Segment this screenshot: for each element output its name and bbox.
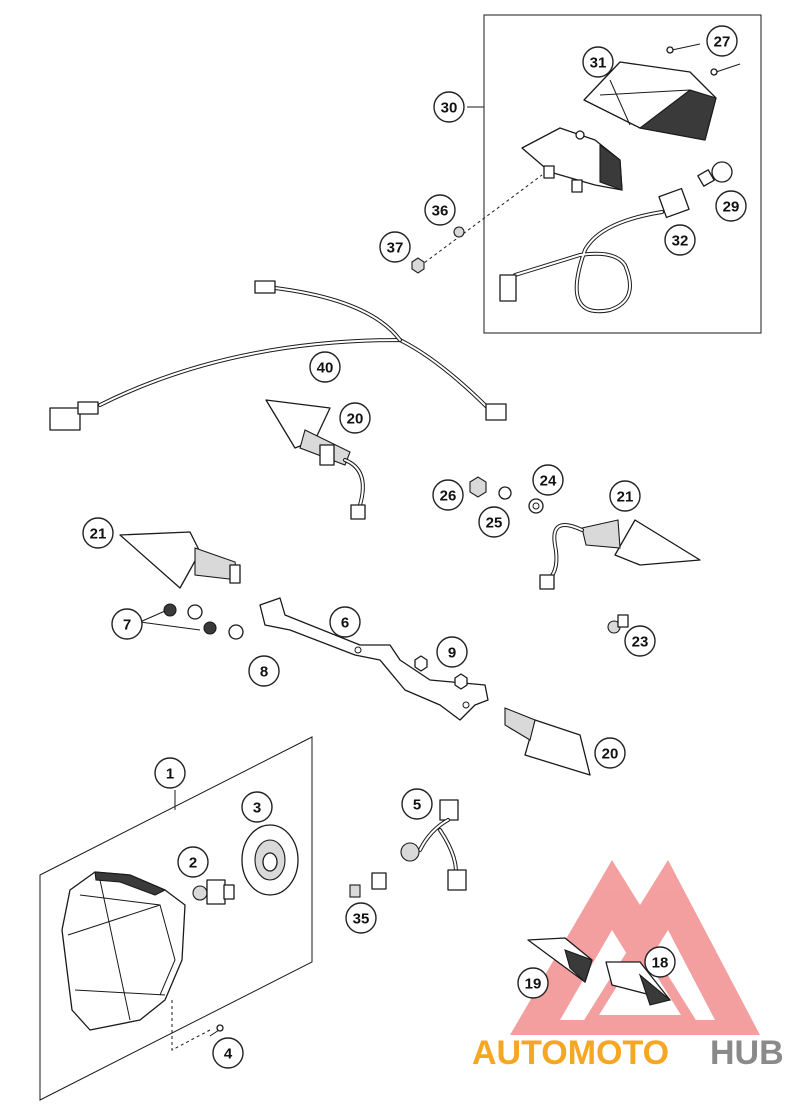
hardware-7-8 — [139, 603, 244, 640]
callout-number: 4 — [224, 1046, 233, 1063]
callout-number: 21 — [90, 526, 107, 543]
callout-37: 37 — [379, 231, 411, 263]
nuts-9 — [414, 655, 468, 690]
tail-wire-harness — [499, 187, 690, 314]
callout-32: 32 — [664, 224, 696, 256]
callout-21: 21 — [82, 517, 114, 549]
callout-19: 19 — [517, 967, 549, 999]
indicator-21-left — [119, 531, 241, 589]
callout-35: 35 — [345, 902, 377, 934]
callout-number: 2 — [189, 855, 197, 872]
callout-number: 37 — [387, 240, 404, 257]
watermark-text: AUTOMOTO HUB — [472, 1034, 784, 1072]
callout-number: 5 — [413, 797, 421, 814]
headlight-housing — [61, 871, 186, 1031]
hardware-26-25-24 — [469, 476, 544, 514]
indicator-21-right — [539, 519, 701, 590]
screw-4 — [171, 1000, 224, 1051]
main-wire-harness — [49, 280, 507, 431]
callout-number: 31 — [590, 55, 607, 72]
headlight-bulb — [192, 879, 235, 905]
callout-1: 1 — [154, 757, 186, 789]
callout-number: 20 — [602, 746, 619, 763]
tail-light-housing — [521, 127, 623, 193]
indicator-bracket — [259, 597, 489, 721]
callout-25: 25 — [478, 506, 510, 538]
callout-18: 18 — [644, 946, 676, 978]
callout-27: 27 — [706, 25, 738, 57]
callout-number: 3 — [253, 800, 261, 817]
callout-30: 30 — [433, 91, 465, 123]
callout-23: 23 — [624, 625, 656, 657]
callout-number: 21 — [617, 489, 634, 506]
callout-number: 30 — [441, 100, 458, 117]
callout-8: 8 — [248, 655, 280, 687]
callout-number: 36 — [432, 203, 449, 220]
callout-4: 4 — [212, 1037, 244, 1069]
callout-5: 5 — [401, 788, 433, 820]
callout-number: 18 — [652, 955, 669, 972]
callout-21: 21 — [609, 480, 641, 512]
headlight-reflector — [241, 824, 299, 896]
callout-9: 9 — [436, 636, 468, 668]
callout-number: 35 — [353, 911, 370, 928]
callout-40: 40 — [309, 351, 341, 383]
callout-number: 1 — [166, 766, 174, 783]
callout-number: 32 — [672, 233, 689, 250]
callout-number: 23 — [632, 634, 649, 651]
callout-number: 40 — [317, 360, 334, 377]
callout-number: 6 — [341, 615, 349, 632]
callout-20: 20 — [594, 737, 626, 769]
callout-31: 31 — [582, 46, 614, 78]
indicator-20-lower — [504, 707, 591, 776]
callout-number: 24 — [540, 473, 557, 490]
callout-26: 26 — [432, 479, 464, 511]
callout-6: 6 — [329, 606, 361, 638]
callout-number: 29 — [723, 199, 740, 216]
callout-number: 26 — [440, 488, 457, 505]
callout-29: 29 — [715, 190, 747, 222]
headlight-assembly-frame — [39, 736, 313, 1101]
watermark-word-right: HUB — [710, 1034, 784, 1072]
callout-number: 19 — [525, 976, 542, 993]
callout-number: 7 — [123, 617, 131, 634]
tail-light-lens — [583, 61, 717, 141]
callout-number: 8 — [260, 664, 268, 681]
indicator-20-upper — [265, 399, 366, 520]
callout-24: 24 — [532, 464, 564, 496]
callout-2: 2 — [177, 846, 209, 878]
watermark-word-left: AUTOMOTO — [472, 1034, 669, 1072]
callout-number: 20 — [347, 411, 364, 428]
reflectors-18-19 — [527, 937, 672, 1006]
nut-washer-37-36 — [411, 174, 543, 274]
screws-27 — [666, 43, 741, 76]
bulb-23 — [607, 614, 629, 634]
callout-20: 20 — [339, 402, 371, 434]
callout-7: 7 — [111, 608, 143, 640]
callout-36: 36 — [424, 194, 456, 226]
parking-light-harness — [349, 799, 467, 898]
callout-3: 3 — [241, 791, 273, 823]
callout-number: 9 — [448, 645, 456, 662]
callout-number: 25 — [486, 515, 503, 532]
tail-light-frame — [483, 14, 762, 334]
callout-number: 27 — [714, 34, 731, 51]
tail-bulb — [697, 161, 733, 187]
